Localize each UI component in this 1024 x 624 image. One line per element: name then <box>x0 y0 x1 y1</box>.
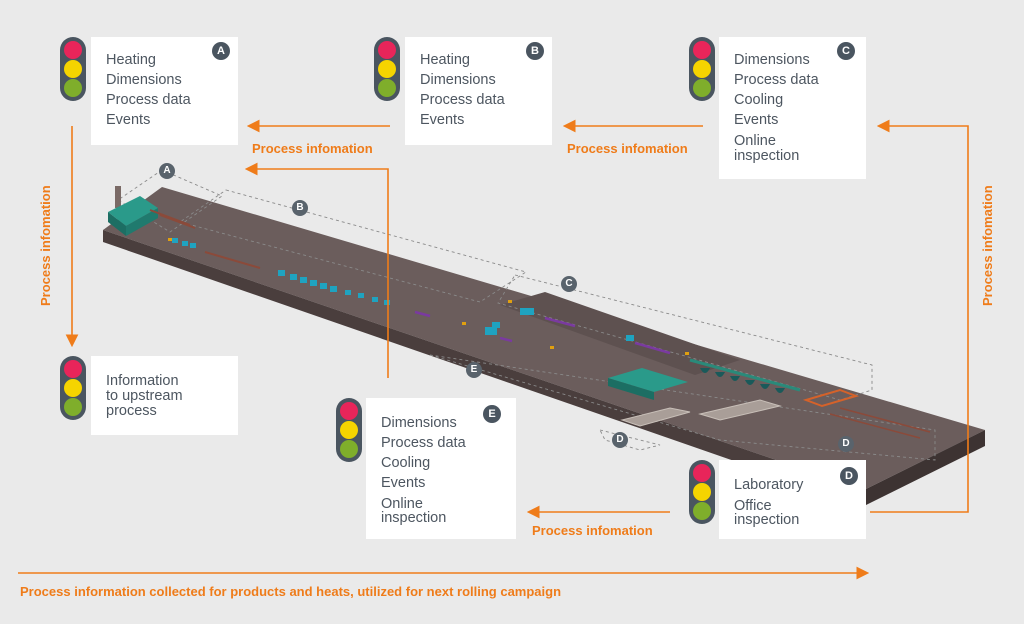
process-info-label: Process infomation <box>252 141 373 156</box>
card-line: Process data <box>106 92 191 108</box>
zone-marker-e: E <box>466 362 482 378</box>
reheating-furnace <box>108 186 191 236</box>
card-line: Dimensions <box>106 72 182 88</box>
card-line: Dimensions <box>381 415 457 431</box>
card-badge: E <box>483 405 501 423</box>
card-line: Online <box>381 496 423 512</box>
card-line: Events <box>734 112 779 128</box>
card-line: Process data <box>734 72 819 88</box>
bottom-caption: Process information collected for produc… <box>20 584 562 599</box>
card-line: Heating <box>106 52 156 68</box>
card-line: Cooling <box>381 455 431 471</box>
zone-marker-d: D <box>838 436 854 452</box>
zone-marker-d: D <box>612 432 628 448</box>
guide-markers <box>168 238 689 355</box>
cooling-conveyor <box>689 358 801 393</box>
card-line: Events <box>420 112 465 128</box>
card-line: Office <box>734 498 772 514</box>
card-line: Dimensions <box>420 72 496 88</box>
card-line: Laboratory <box>734 477 804 493</box>
zone-marker-a: A <box>159 163 175 179</box>
traffic-light-icon <box>689 37 715 101</box>
card-line: Process data <box>420 92 505 108</box>
traffic-light-icon <box>374 37 400 101</box>
card-line: Events <box>381 475 426 491</box>
card-line: Heating <box>420 52 470 68</box>
card-line: Dimensions <box>734 52 810 68</box>
process-info-label: Process infomation <box>567 141 688 156</box>
card-line: process <box>106 403 157 419</box>
card-line: Online <box>734 133 776 149</box>
card-line: Process data <box>381 435 466 451</box>
info-card-e: Dimensions Process data Cooling Events O… <box>366 398 516 539</box>
card-line: to upstream <box>106 388 183 404</box>
traffic-light-icon <box>336 398 362 462</box>
info-card-c: Dimensions Process data Cooling Events O… <box>719 37 866 179</box>
card-line: inspection <box>381 510 447 526</box>
card-line: Events <box>106 112 151 128</box>
info-card-upstream: Information to upstream process <box>91 356 238 435</box>
zone-marker-b: B <box>292 200 308 216</box>
traffic-light-icon <box>689 460 715 524</box>
zone-marker-c: C <box>561 276 577 292</box>
process-arrows <box>18 119 969 580</box>
finishing-area <box>620 388 931 439</box>
rolling-stands <box>172 238 634 341</box>
traffic-light-icon <box>60 37 86 101</box>
info-card-b: Heating Dimensions Process data Events B <box>405 37 552 145</box>
rolling-line <box>159 214 261 269</box>
card-line: Cooling <box>734 92 784 108</box>
card-badge: D <box>840 467 858 485</box>
mill-platform <box>103 187 985 506</box>
card-line: inspection <box>734 512 800 528</box>
info-card-a: Heating Dimensions Process data Events A <box>91 37 238 145</box>
process-info-label: Process infomation <box>38 185 53 306</box>
card-line: inspection <box>734 148 800 164</box>
process-info-label: Process infomation <box>980 185 995 306</box>
card-badge: B <box>526 42 544 60</box>
traffic-light-icon <box>60 356 86 420</box>
cooling-bed <box>608 368 688 400</box>
process-info-label: Process infomation <box>532 523 653 538</box>
rolled-stock <box>414 310 671 355</box>
card-badge: A <box>212 42 230 60</box>
card-badge: C <box>837 42 855 60</box>
info-card-d: Laboratory Office inspection D <box>719 460 866 539</box>
card-line: Information <box>106 373 179 389</box>
